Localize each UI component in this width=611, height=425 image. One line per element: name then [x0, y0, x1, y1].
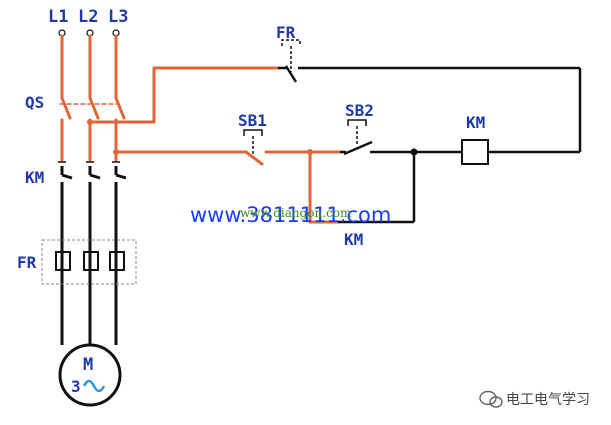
sb2-actuator: [347, 119, 367, 146]
label-qs: QS: [25, 93, 44, 112]
junction-dot-l2: [87, 119, 93, 125]
phase-terminals: L1 L2 L3: [48, 7, 128, 37]
motor-m-label: M: [83, 355, 93, 375]
motor: M 3: [58, 343, 122, 407]
label-fr-aux: FR: [276, 23, 296, 42]
motor-circle: [58, 343, 122, 407]
fr-dashed-box: [41, 239, 137, 285]
label-sb1: SB1: [238, 111, 267, 130]
fr-contact-actuator: [281, 39, 301, 72]
label-l1: L1: [48, 7, 68, 27]
fr-thermal-elements: [55, 251, 125, 271]
label-l2: L2: [78, 7, 98, 27]
power-wiring: [59, 34, 342, 224]
junction-dot: [410, 148, 418, 156]
junction-dot-orange: [307, 149, 313, 155]
km-coil: [461, 139, 489, 165]
label-km-aux: KM: [344, 230, 363, 249]
ac-wave-icon: [82, 379, 106, 393]
label-sb2: SB2: [345, 101, 374, 120]
sb1-actuator: [243, 129, 263, 156]
motor-phase-label: 3: [71, 377, 81, 396]
wechat-icon: [479, 390, 503, 408]
main-circuit-wiring: [60, 166, 127, 345]
watermark-site: www.3811111.com: [190, 203, 391, 227]
label-l3: L3: [108, 7, 128, 27]
brand-badge: 电工电气学习: [479, 390, 590, 408]
junction-dot-l3: [113, 149, 119, 155]
label-km-main: KM: [25, 168, 44, 187]
brand-name: 电工电气学习: [506, 392, 590, 408]
control-wiring: [278, 65, 582, 224]
label-km-coil: KM: [466, 113, 485, 132]
watermark-overlay: www.diangon.com: [240, 206, 352, 220]
label-fr-main: FR: [17, 253, 37, 272]
